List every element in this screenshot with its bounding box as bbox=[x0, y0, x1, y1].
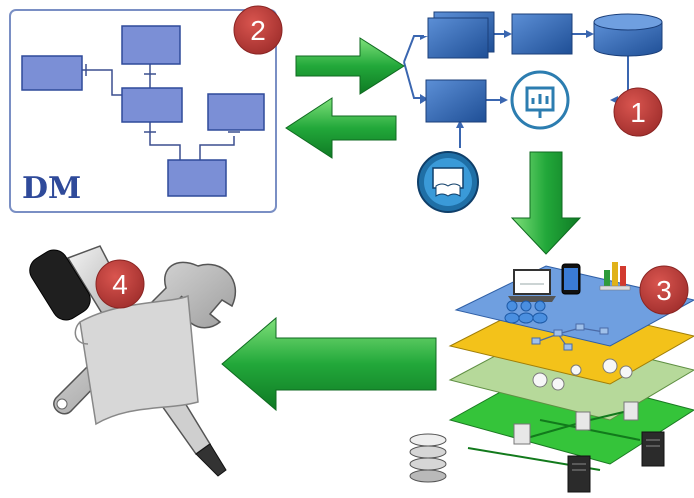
dm-label: DM bbox=[22, 171, 81, 206]
entity-box bbox=[167, 159, 227, 197]
workflow-panel bbox=[403, 11, 663, 213]
server-icon bbox=[567, 455, 591, 493]
entity-box bbox=[121, 87, 183, 123]
dm-panel: DM bbox=[9, 9, 277, 213]
arrow-right bbox=[295, 37, 405, 95]
entity-box bbox=[121, 25, 181, 65]
svg-text:4: 4 bbox=[112, 269, 128, 300]
workflow-box-icon bbox=[427, 11, 495, 59]
arrow-down bbox=[510, 151, 582, 255]
entity-box bbox=[21, 55, 83, 91]
badge-1: 1 bbox=[613, 87, 663, 137]
server-icon bbox=[623, 401, 639, 421]
server-icon bbox=[641, 431, 665, 467]
users-icon bbox=[504, 300, 548, 324]
badge-3: 3 bbox=[639, 265, 689, 315]
workflow-box-icon bbox=[511, 13, 573, 55]
arrow-left bbox=[285, 97, 397, 159]
workflow-box-icon bbox=[425, 79, 487, 123]
badge-2: 2 bbox=[233, 5, 283, 55]
entity-relationships bbox=[82, 64, 240, 160]
server-icon bbox=[575, 411, 591, 431]
laptop-icon bbox=[508, 269, 556, 302]
svg-text:3: 3 bbox=[656, 275, 672, 306]
database-cylinder-icon bbox=[593, 13, 663, 57]
gears-icon bbox=[532, 358, 633, 391]
badge-4: 4 bbox=[95, 259, 145, 309]
server-icon bbox=[513, 423, 531, 445]
bar-chart-icon bbox=[599, 262, 631, 291]
svg-text:2: 2 bbox=[250, 15, 266, 46]
integration-network bbox=[531, 323, 609, 351]
phone-icon bbox=[561, 263, 581, 295]
arrow-left-long bbox=[221, 316, 437, 412]
entity-box bbox=[207, 93, 265, 131]
svg-text:1: 1 bbox=[630, 97, 646, 128]
analytics-chart-icon bbox=[510, 70, 570, 130]
tools-panel bbox=[29, 245, 237, 477]
database-stack-icon bbox=[409, 433, 447, 483]
layer-stack bbox=[409, 262, 694, 493]
book-screen-icon bbox=[417, 151, 479, 213]
paper-scroll-icon bbox=[74, 294, 199, 426]
